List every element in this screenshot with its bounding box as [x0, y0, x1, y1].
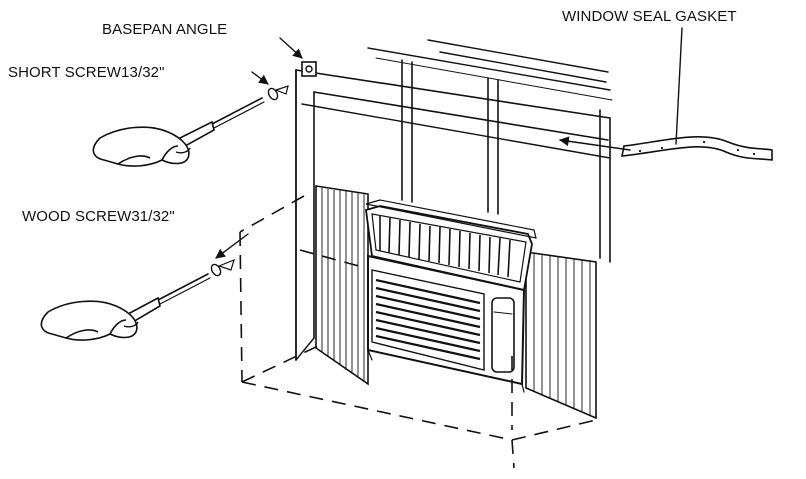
label-wood-screw: WOOD SCREW31/32": [22, 208, 175, 225]
screwdriver-hand-lower: [40, 273, 211, 341]
dashed-outline: [239, 195, 597, 469]
air-conditioner-unit: [315, 185, 597, 420]
screwdriver-hand-upper: [92, 97, 265, 167]
basepan-angle-bracket: [301, 61, 317, 77]
window-seal-gasket: [621, 136, 773, 161]
label-window-seal-gasket: WINDOW SEAL GASKET: [562, 8, 737, 25]
window-sash: [367, 39, 613, 259]
short-screw: [267, 85, 289, 101]
window-frame: [295, 69, 611, 361]
wood-screw: [210, 258, 235, 277]
label-basepan-angle: BASEPAN ANGLE: [102, 21, 228, 38]
leader-lines: [215, 27, 683, 259]
label-short-screw: SHORT SCREW13/32": [8, 64, 165, 81]
